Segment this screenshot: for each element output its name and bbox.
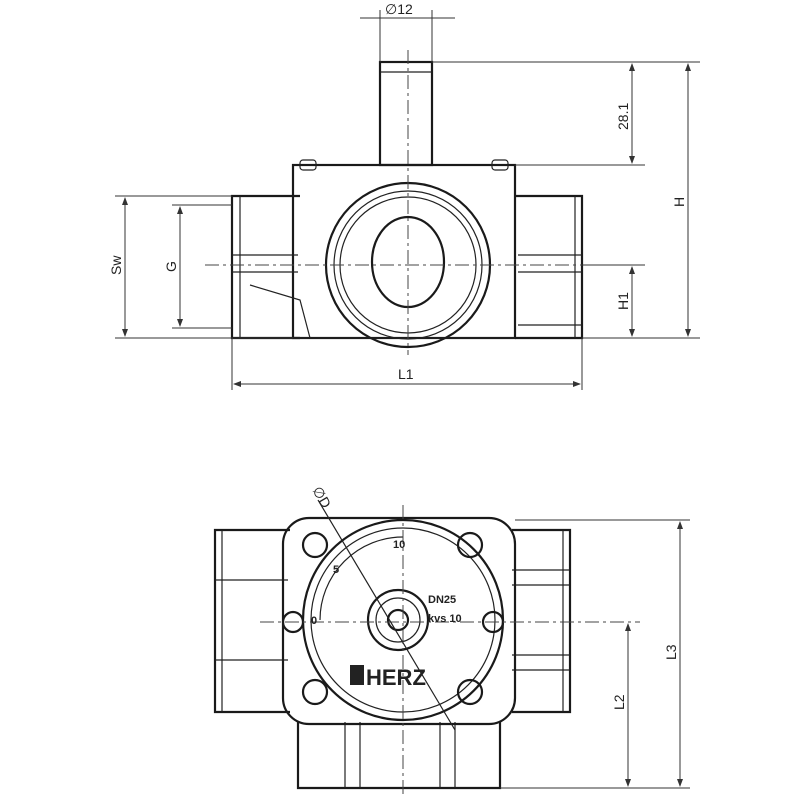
top-view: ∅D 0 5 10 DN25 kvs 10 HERZ L2 L3 <box>213 484 690 795</box>
thread-label: G <box>163 261 179 272</box>
brand-logo: HERZ <box>366 665 426 690</box>
left-port <box>230 194 300 340</box>
scale-mark-0: 0 <box>311 615 317 627</box>
wrench-size-label: Sw <box>108 255 124 275</box>
right-port <box>512 528 572 714</box>
left-port <box>213 528 290 714</box>
length-l3-label: L3 <box>663 644 679 660</box>
stem-hub <box>366 588 430 652</box>
scale-mark-5: 5 <box>333 564 339 576</box>
scale-mark-10: 10 <box>393 539 405 551</box>
kvs-label: kvs 10 <box>428 613 462 625</box>
valve-stem <box>378 60 434 167</box>
stem-height-label: 28.1 <box>615 103 631 130</box>
scale-diameter-label: ∅D <box>309 484 334 511</box>
right-port <box>515 194 584 340</box>
bottom-port <box>296 722 502 790</box>
height-label: H <box>671 197 687 207</box>
side-view: ∅12 28.1 H H1 Sw G L1 <box>108 1 700 390</box>
axis-height-label: H1 <box>615 292 631 310</box>
length-l1-label: L1 <box>398 366 414 382</box>
stem-diameter-label: ∅12 <box>385 1 413 17</box>
herz-logo-icon <box>350 665 364 685</box>
nominal-size-label: DN25 <box>428 594 456 606</box>
length-l2-label: L2 <box>611 694 627 710</box>
